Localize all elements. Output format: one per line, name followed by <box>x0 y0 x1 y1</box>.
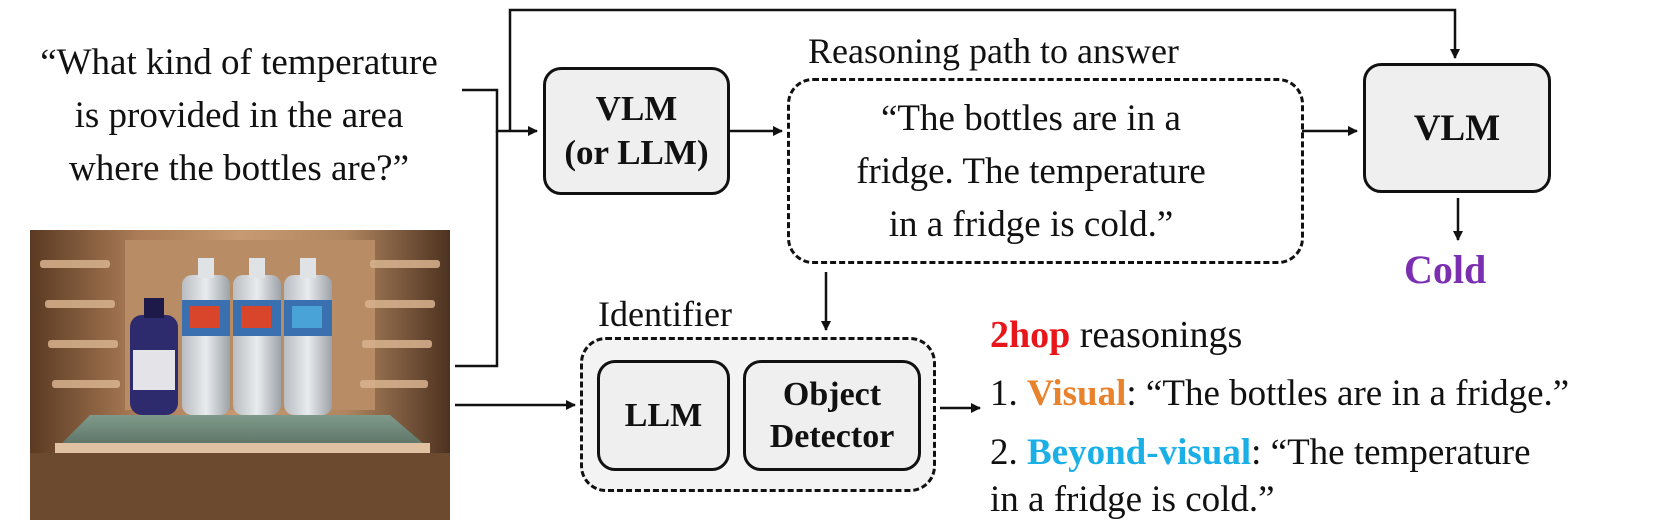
hop-item-visual: 1. Visual: “The bottles are in a fridge.… <box>990 372 1569 415</box>
fridge-bottles-photo <box>30 230 450 520</box>
identifier-title: Identifier <box>598 294 732 334</box>
question-connector <box>462 88 538 136</box>
vlm-label: VLM <box>1413 107 1501 149</box>
object-detector-line-2: Detector <box>769 417 895 455</box>
hop-reasonings-title: 2hop reasonings <box>990 313 1242 357</box>
hop-item-2-number: 2. <box>990 432 1027 473</box>
reasoning-path-line-3: in a fridge is cold.” <box>888 204 1174 245</box>
object-detector-box: Object Detector <box>743 360 921 471</box>
top-route-connector <box>508 8 1460 131</box>
question-line-3: where the bottles are?” <box>68 148 409 189</box>
hop-prefix: 2hop <box>990 314 1071 356</box>
hop-suffix: reasonings <box>1070 314 1243 356</box>
hop-item-1-text: : “The bottles are in a fridge.” <box>1126 373 1570 414</box>
hop-item-2-label: Beyond-visual <box>1027 432 1252 473</box>
llm-label: LLM <box>624 396 703 434</box>
reasoning-path-line-1: “The bottles are in a <box>881 98 1181 139</box>
vlm-or-llm-line-2: (or LLM) <box>564 133 709 172</box>
hop-item-1-number: 1. <box>990 373 1027 414</box>
vlm-box: VLM <box>1363 63 1551 193</box>
hop-item-2-text-line-1: : “The temperature <box>1251 432 1531 473</box>
object-detector-line-1: Object <box>782 375 882 413</box>
hop-item-1-label: Visual <box>1027 373 1127 414</box>
fridge-photo-drawing <box>30 230 450 520</box>
hop-item-2-text-line-2: in a fridge is cold.” <box>990 479 1275 520</box>
vlm-or-llm-box: VLM (or LLM) <box>543 67 730 195</box>
hop-item-beyond-visual-cont: in a fridge is cold.” <box>990 478 1275 521</box>
reasoning-path-text: “The bottles are in a fridge. The temper… <box>786 92 1276 251</box>
llm-box: LLM <box>597 360 730 471</box>
vlm-or-llm-line-1: VLM <box>595 89 678 128</box>
question-text: “What kind of temperature is provided in… <box>4 36 474 195</box>
reasoning-path-line-2: fridge. The temperature <box>856 151 1206 192</box>
reasoning-path-box <box>787 78 1304 264</box>
question-line-1: “What kind of temperature <box>40 42 438 83</box>
answer-cold: Cold <box>1404 247 1487 292</box>
question-line-2: is provided in the area <box>74 95 404 136</box>
reasoning-path-title: Reasoning path to answer <box>808 31 1179 71</box>
image-to-vlm-connector <box>455 131 499 368</box>
hop-item-beyond-visual: 2. Beyond-visual: “The temperature <box>990 431 1531 474</box>
